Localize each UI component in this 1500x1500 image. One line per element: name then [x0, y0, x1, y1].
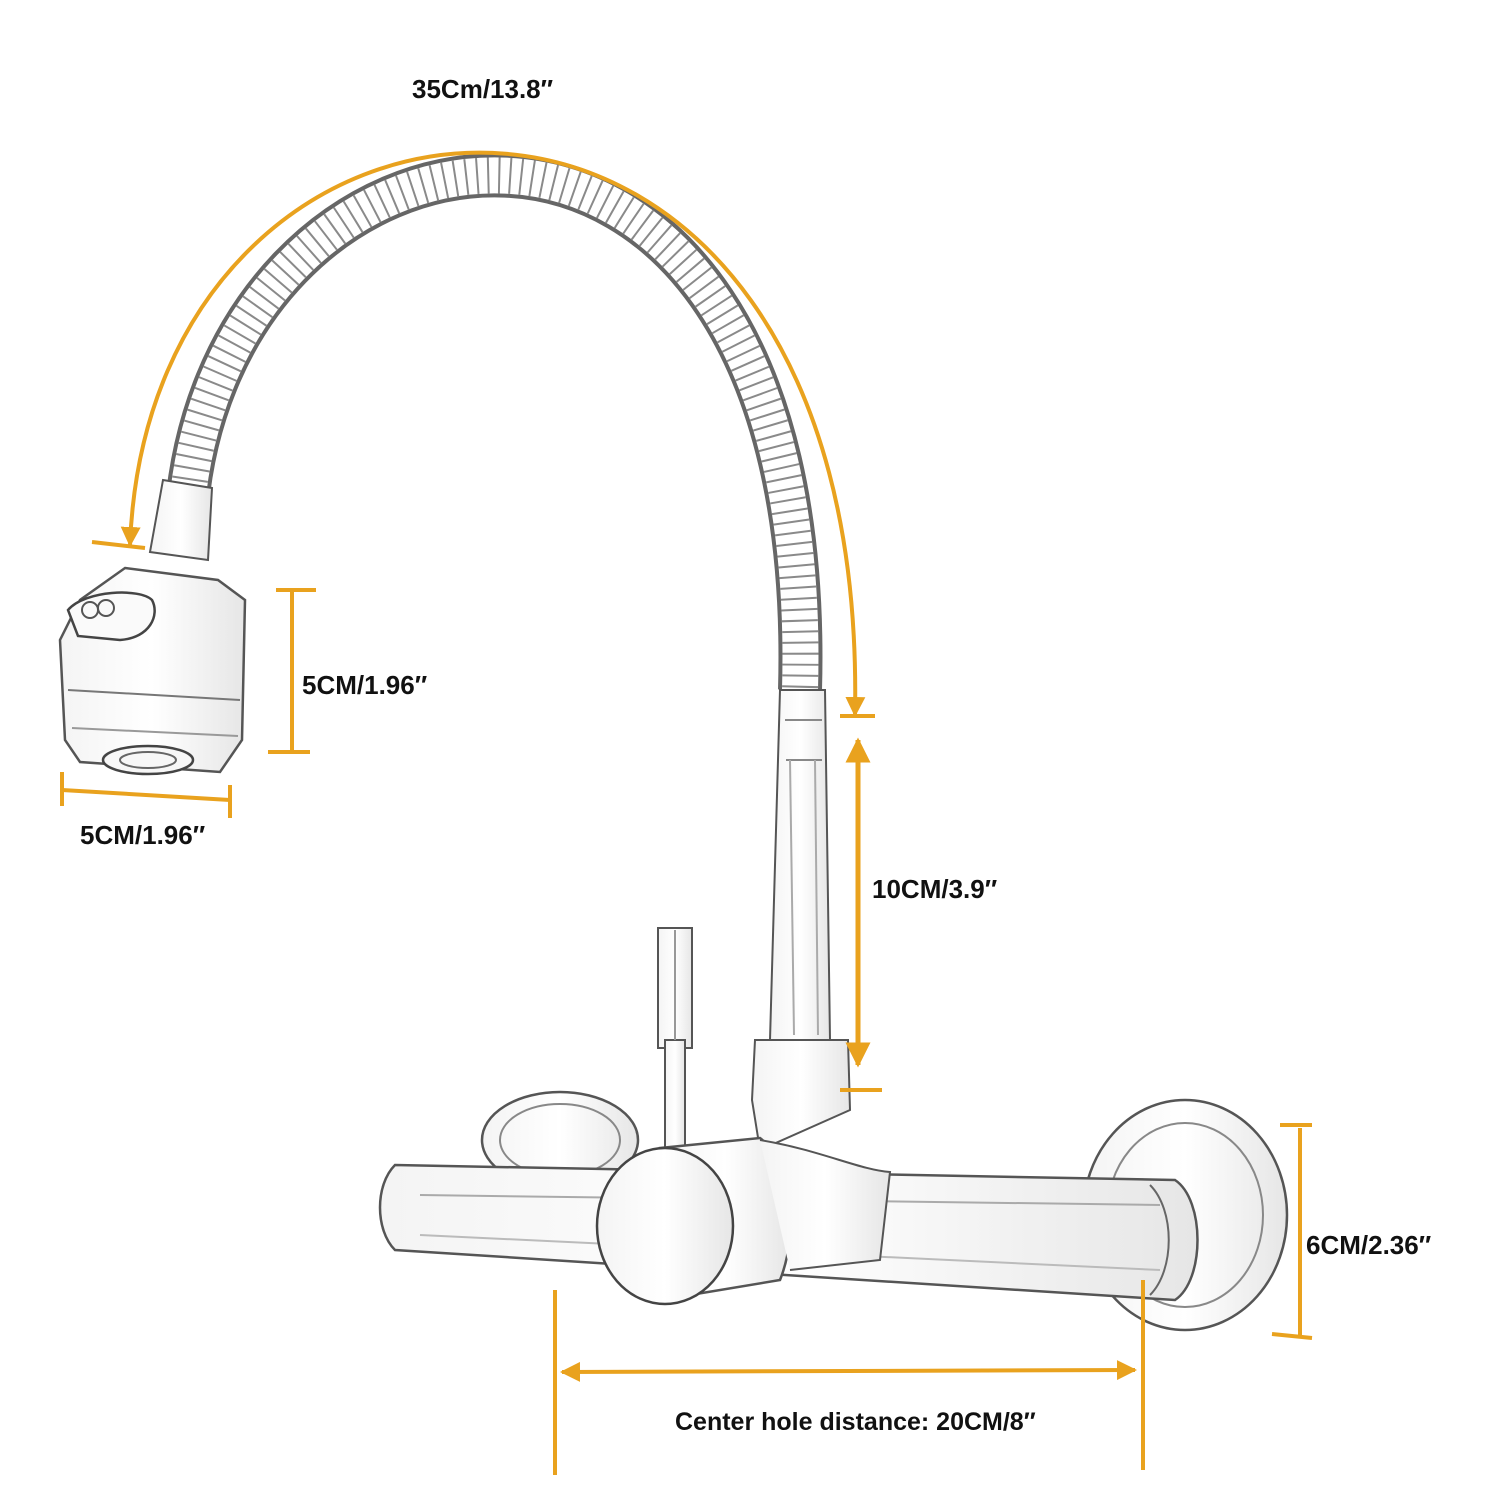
- spout-height-label: 10CM/3.9″: [872, 874, 998, 904]
- left-flange: [480, 1090, 640, 1190]
- center-hole-distance-label: Center hole distance: 20CM/8″: [675, 1408, 1036, 1436]
- spray-head-height-label: 5CM/1.96″: [302, 670, 428, 700]
- spray-head: [58, 566, 247, 776]
- hose-connector: [148, 478, 214, 562]
- spring-hose-inner: [167, 157, 819, 691]
- faucet-drawing: [58, 153, 1289, 1332]
- spray-head-width-label: 5CM/1.96″: [80, 820, 206, 850]
- flange-diameter-label: 6CM/2.36″: [1306, 1230, 1432, 1260]
- dimension-lines: [60, 150, 1313, 1475]
- hose-length-label: 35Cm/13.8″: [412, 74, 554, 104]
- spout-stem: [750, 689, 852, 1152]
- center-distance-line: [560, 1360, 1137, 1382]
- valve-body: [595, 1136, 892, 1306]
- lever-handle: [657, 927, 693, 1161]
- spray-head-width-line: [61, 788, 231, 802]
- hose-length-arc: [120, 150, 866, 717]
- spray-toggle-button: [66, 591, 156, 642]
